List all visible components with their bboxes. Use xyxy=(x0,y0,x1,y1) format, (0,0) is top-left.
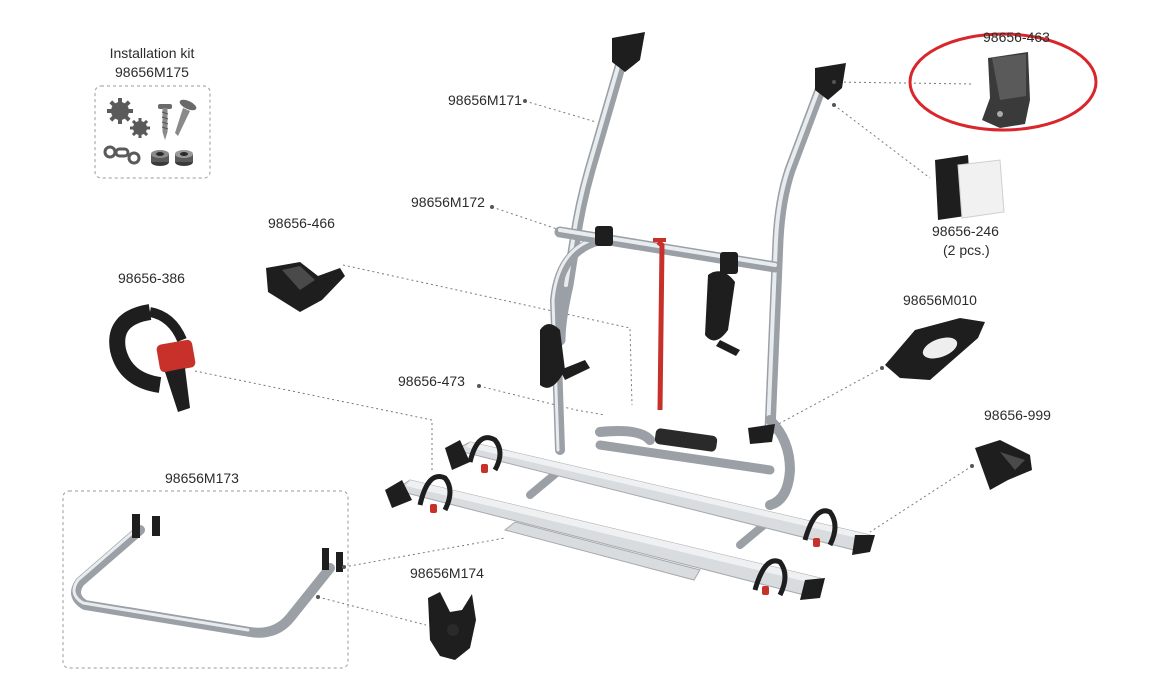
label-98656M010: 98656M010 xyxy=(903,292,977,308)
label-98656-473: 98656-473 xyxy=(398,373,465,389)
leader-dots xyxy=(316,80,974,599)
installation-kit: Installation kit 98656M175 xyxy=(94,45,211,179)
installation-kit-part-number: 98656M175 xyxy=(115,64,189,80)
label-98656M171: 98656M171 xyxy=(448,92,522,108)
chain-link-icon xyxy=(103,145,141,165)
part-98656M174-holder xyxy=(428,592,476,660)
label-98656-999: 98656-999 xyxy=(984,407,1051,423)
part-98656-246-pads xyxy=(935,155,1005,220)
label-98656-246: 98656-246 xyxy=(932,223,999,239)
part-labels: 98656M171 98656M172 98656-466 98656-386 … xyxy=(118,29,1051,581)
label-98656-246-quantity: (2 pcs.) xyxy=(943,242,990,258)
installation-kit-title: Installation kit xyxy=(110,45,195,61)
part-98656M010-holder xyxy=(885,318,985,380)
label-98656M173: 98656M173 xyxy=(165,470,239,486)
screw-icon xyxy=(158,99,197,140)
gear-icon xyxy=(107,98,150,138)
label-98656M172: 98656M172 xyxy=(411,194,485,210)
main-frame xyxy=(540,32,846,510)
label-98656-466: 98656-466 xyxy=(268,215,335,231)
label-98656-463: 98656-463 xyxy=(983,29,1050,45)
top-hook-right xyxy=(815,63,846,100)
part-98656-466-cradle xyxy=(266,262,345,312)
installation-kit-box xyxy=(94,85,211,179)
part-98656M173-bar xyxy=(62,490,349,669)
part-98656M173-box xyxy=(62,490,349,669)
top-hook-left xyxy=(612,32,645,72)
leader-lines xyxy=(194,81,974,626)
rail-assembly xyxy=(385,428,875,600)
part-98656-463-hook xyxy=(982,52,1030,128)
label-98656M174: 98656M174 xyxy=(410,565,484,581)
part-98656-999-wedge xyxy=(975,440,1032,490)
highlight-ellipse xyxy=(908,32,1098,132)
part-98656-386-strap xyxy=(109,304,196,412)
cap-nut-icon xyxy=(151,150,193,166)
label-98656-386: 98656-386 xyxy=(118,270,185,286)
